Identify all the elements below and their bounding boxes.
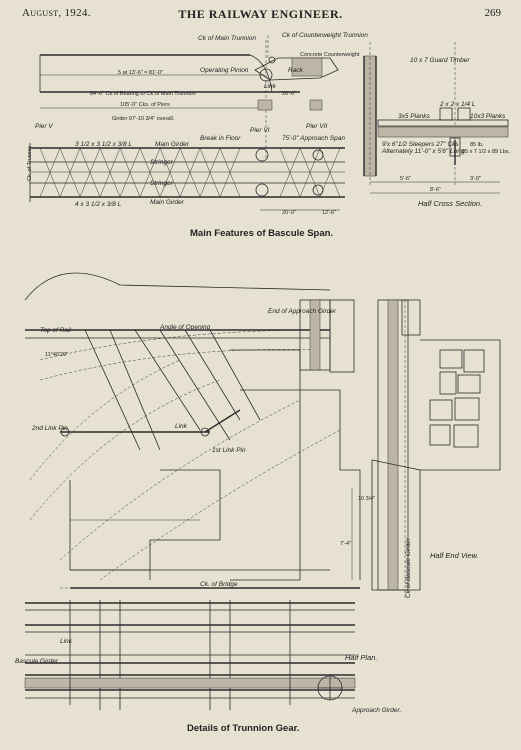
bascule-girder-label: Bascule Girder xyxy=(15,658,59,665)
half-plan: Link Bascule Girder Half Plan. Approach … xyxy=(15,600,401,714)
stringer-bottom-label: Stringer xyxy=(150,180,174,187)
angle-of-opening-label: Angle of Opening xyxy=(159,324,211,331)
sleepers-label: 9'x 6"1/2 Sleepers 27" Cks xyxy=(382,141,459,148)
bearing-dimension: 84'-0" Ck of Bearing to Ck of Main Trunn… xyxy=(90,91,196,97)
plan-link-label: Link xyxy=(60,638,73,645)
bascule-span-plan: Ck. of Trusses Main Girder Stringer Stri… xyxy=(27,135,345,216)
planks-right-label: 10x3 Planks xyxy=(470,113,506,120)
link-label: Link xyxy=(264,83,277,90)
approach-span-label: 75'-0" Approach Span xyxy=(282,135,345,142)
dim-5-6-label: 5'-6" xyxy=(400,176,411,182)
rack-label: Rack xyxy=(288,67,304,74)
dim-12-label: 12'-6" xyxy=(322,210,336,216)
dim-7-4-label: 7'-4" xyxy=(340,541,351,547)
half-plan-label: Half Plan. xyxy=(345,653,378,662)
bascule-span-elevation: Ck of Main Trunnion Ck of Counterweight … xyxy=(35,32,368,160)
girder-overall-label: Girder 97'-10 3/4" overall. xyxy=(112,116,175,122)
pier-vi-label: Pier VI xyxy=(250,127,270,134)
operating-pinion-label: Operating Pinion xyxy=(200,67,249,74)
rail-spec-label: 85 lb. xyxy=(470,142,484,148)
link-label-2: Link xyxy=(175,423,188,430)
rail-spec2-label: 85 x 7 1/2 x 89 Lbs. xyxy=(462,149,510,155)
piers-dimension: 105'-0" Cks. of Piers xyxy=(120,102,170,108)
top-of-rail-label: Top of Rail xyxy=(40,327,71,334)
main-girder-top-label: Main Girder xyxy=(155,141,190,148)
planks-left-label: 3x5 Planks xyxy=(398,113,431,120)
dim-3-0-label: 3'-0" xyxy=(470,176,481,182)
half-end-view-label: Half End View. xyxy=(430,551,479,560)
dim-20-label: 20'-0" xyxy=(282,91,296,97)
trunnion-gear-elevation: Top of Rail Angle of Opening 11°40'20" E… xyxy=(24,272,375,710)
page-number: 269 xyxy=(484,7,502,19)
link-pin-2nd-label: 2nd Link Pin xyxy=(31,425,68,432)
half-cross-section-label: Half Cross Section. xyxy=(418,199,482,208)
header-date: August, 1924. xyxy=(22,7,91,19)
panels-dimension: 5 at 13'-6" = 81'-0" xyxy=(118,70,163,76)
half-end-view: Ck of Bascule Girder Half End View. xyxy=(371,299,501,600)
main-trunnion-label: Ck of Main Trunnion xyxy=(198,35,256,42)
figure1-caption: Main Features of Bascule Span. xyxy=(190,228,334,239)
angle-top-label: 3 1/2 x 3 1/2 x 3/8 L xyxy=(75,141,132,148)
end-of-approach-girder-label: End of Approach Girder xyxy=(268,308,337,315)
bascule-girder-ck-label: Ck of Bascule Girder xyxy=(405,537,412,598)
plan-left-note: Ck. of Trusses xyxy=(27,146,33,181)
break-in-floor-label: Break in Floor xyxy=(200,135,241,142)
figure2-caption: Details of Trunnion Gear. xyxy=(187,723,300,734)
dim-8-6-label: 8'-6" xyxy=(430,187,441,193)
concrete-counterweight-label: Concrete Counterweight xyxy=(300,52,360,58)
approach-girder-label: Approach Girder. xyxy=(351,707,401,714)
angle-bottom-label: 4 x 3 1/2 x 3/8 L xyxy=(75,201,122,208)
half-cross-section: 10 x 7 Guard Timber 2 x 2 x 1/4 L 3x5 Pl… xyxy=(363,42,510,208)
header-title: THE RAILWAY ENGINEER. xyxy=(178,7,343,21)
pier-vii-label: Pier VII xyxy=(306,123,328,130)
counterweight-trunnion-label: Ck of Counterweight Trunnion xyxy=(282,32,368,39)
pier-v-label: Pier V xyxy=(35,123,53,130)
link-pin-1st-label: 1st Link Pin xyxy=(212,447,246,454)
angle-small-label: 2 x 2 x 1/4 L xyxy=(439,101,476,108)
guard-timber-label: 10 x 7 Guard Timber xyxy=(410,57,470,64)
main-girder-bottom-label: Main Girder xyxy=(150,199,185,206)
dim-10-label: 10 3/4" xyxy=(358,496,375,502)
angle-value-label: 11°40'20" xyxy=(45,352,68,358)
alternately-label: Alternately 11'-0" x 5'6" Long xyxy=(381,148,465,155)
stringer-top-label: Stringer xyxy=(150,159,174,166)
dim-20b-label: 20'-0" xyxy=(282,210,296,216)
ck-of-bridge-label: Ck. of Bridge xyxy=(200,581,238,588)
